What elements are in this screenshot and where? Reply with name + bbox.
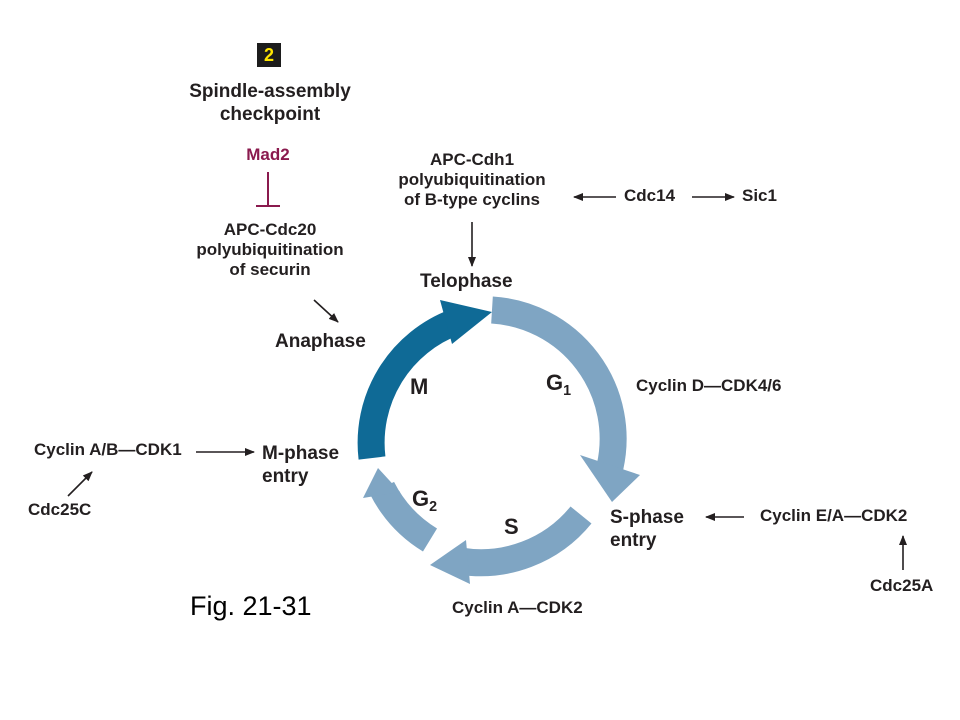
figure-caption: Fig. 21-31: [190, 591, 312, 621]
apc-cdc20-label: APC-Cdc20 polyubiquitination of securin: [180, 220, 360, 280]
g1-arrowhead: [580, 455, 640, 502]
anaphase-label: Anaphase: [275, 331, 366, 352]
telophase-label: Telophase: [420, 271, 513, 292]
checkpoint-number-badge: 2: [257, 43, 281, 67]
g1-phase-label: G1: [546, 370, 572, 399]
s-phase-label: S: [504, 514, 519, 539]
apc-cdh1-line2: polyubiquitination: [398, 170, 546, 189]
m-phase-entry-label: M-phase entry: [262, 442, 339, 488]
cdc25a-label: Cdc25A: [870, 576, 934, 595]
cyclin-ea-cdk2-label: Cyclin E/A—CDK2: [760, 506, 908, 525]
g1-arc: [490, 296, 627, 470]
g2-subscript: 2: [429, 499, 438, 515]
checkpoint-title: Spindle-assembly checkpoint: [160, 80, 380, 126]
s-phase-entry-line2: entry: [610, 530, 657, 551]
cdc25c-label: Cdc25C: [28, 500, 92, 519]
g2-arrowhead: [363, 468, 400, 498]
m-arrowhead: [440, 300, 492, 344]
cyclin-a-cdk2-label: Cyclin A—CDK2: [452, 598, 583, 617]
g2-letter: G: [412, 486, 430, 511]
securin-to-anaphase-arrow: [313, 299, 339, 323]
cyclin-ab-cdk1-label: Cyclin A/B—CDK1: [34, 440, 182, 459]
g2-phase-label: G2: [412, 486, 438, 515]
apc-cdc20-line3: of securin: [229, 260, 311, 279]
mad2-label: Mad2: [246, 145, 290, 164]
checkpoint-title-line1: Spindle-assembly: [189, 81, 351, 102]
cyclin-d-cdk46-label: Cyclin D—CDK4/6: [636, 376, 782, 395]
g1-letter: G: [546, 370, 564, 395]
m-phase-entry-line2: entry: [262, 466, 309, 487]
s-phase-entry-line1: S-phase: [610, 507, 684, 528]
s-arc: [457, 506, 592, 577]
cdc14-label: Cdc14: [624, 186, 676, 205]
s-arrowhead: [430, 540, 470, 584]
apc-cdh1-label: APC-Cdh1 polyubiquitination of B-type cy…: [382, 150, 562, 210]
cdc25c-to-cdk1-arrow: [67, 471, 93, 497]
m-phase-label: M: [410, 374, 429, 399]
s-phase-entry-label: S-phase entry: [610, 506, 684, 552]
apc-cdc20-line2: polyubiquitination: [196, 240, 344, 259]
apc-cdc20-line1: APC-Cdc20: [223, 220, 317, 239]
m-arc: [357, 309, 461, 460]
sic1-label: Sic1: [742, 186, 777, 205]
apc-cdh1-line3: of B-type cyclins: [403, 190, 541, 209]
apc-cdh1-line1: APC-Cdh1: [429, 150, 515, 169]
checkpoint-title-line2: checkpoint: [219, 104, 321, 125]
m-phase-entry-line1: M-phase: [262, 443, 340, 464]
g1-subscript: 1: [563, 383, 572, 399]
